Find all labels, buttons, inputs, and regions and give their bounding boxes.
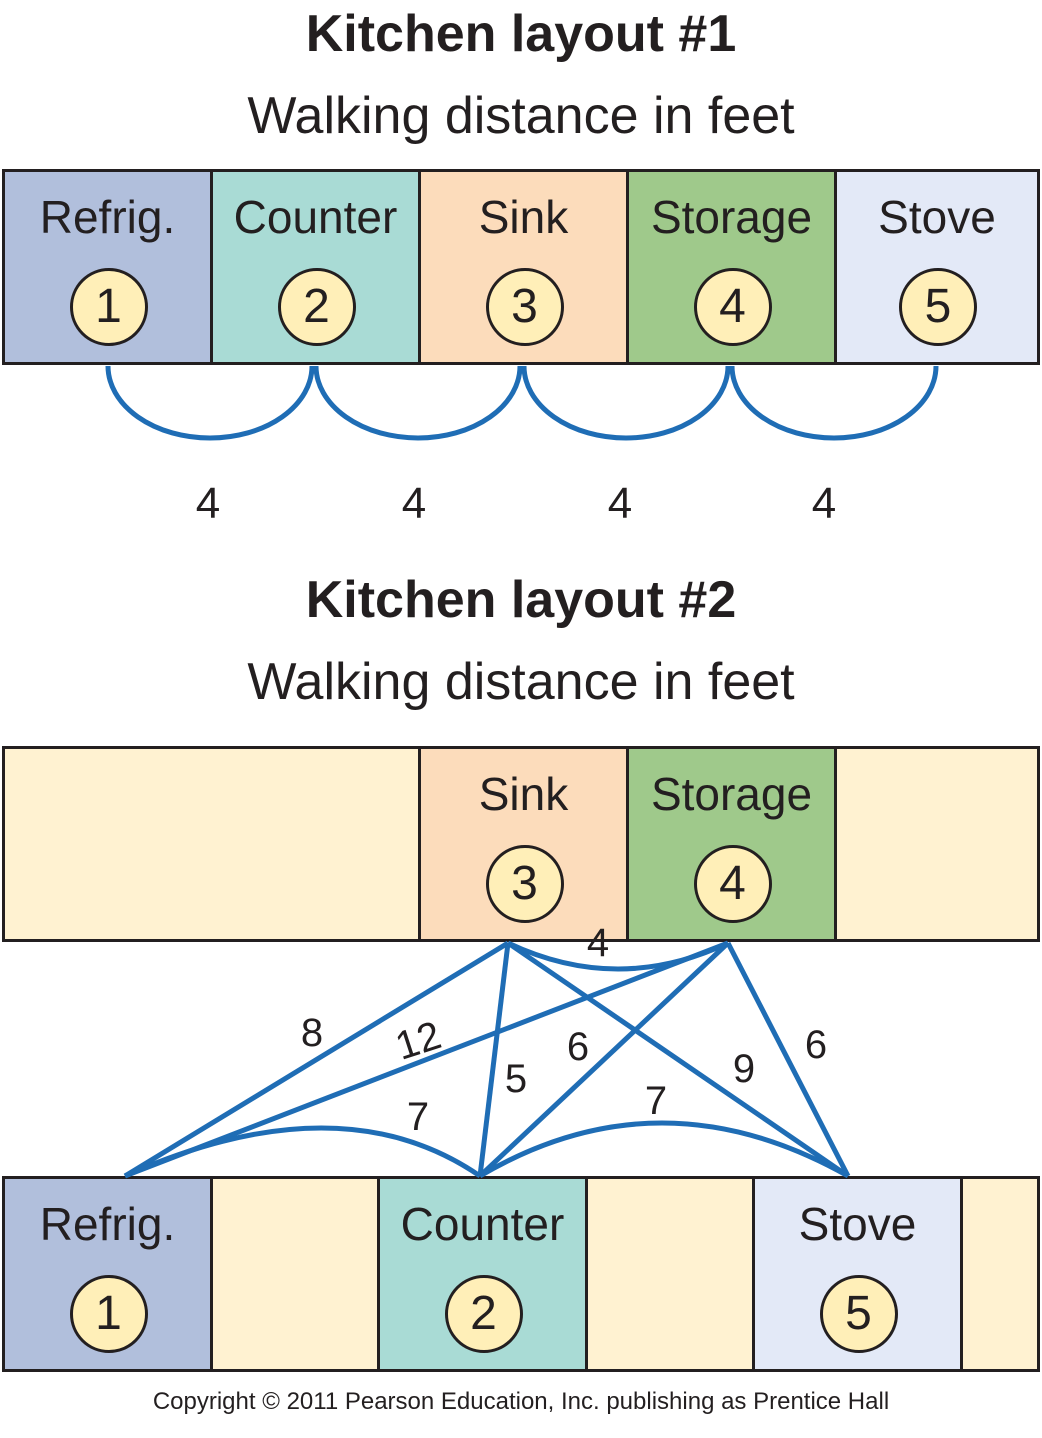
distance-label: 6 <box>567 1025 589 1069</box>
cell-label: Stove <box>798 1198 917 1250</box>
cell-sink: Sink 3 <box>421 172 629 362</box>
arc-refrig-counter <box>105 365 315 441</box>
cell-empty <box>5 749 421 939</box>
layout2-title: Kitchen layout #2 <box>305 571 737 629</box>
cell-storage: Storage 4 <box>629 172 837 362</box>
arc-storage-stove <box>729 365 939 441</box>
cell-empty <box>213 1179 380 1369</box>
layout2-bottom-band: Refrig. 1 Counter 2 Stove 5 <box>2 1176 1040 1372</box>
cell-label: Storage <box>650 768 813 820</box>
station-number: 2 <box>277 268 356 346</box>
line-storage-stove <box>725 941 851 1178</box>
line-counter-storage <box>478 941 730 1178</box>
distance-label: 8 <box>301 1011 323 1055</box>
line-counter-sink <box>477 942 511 1177</box>
line-sink-stove <box>506 940 850 1179</box>
cell-stove: Stove 5 <box>755 1179 963 1369</box>
cell-label: Counter <box>233 191 398 243</box>
cell-counter: Counter 2 <box>213 172 421 362</box>
curve-refrig-counter <box>123 1125 482 1179</box>
cell-label: Stove <box>878 191 996 243</box>
station-number: 4 <box>693 268 772 346</box>
cell-label: Sink <box>478 768 569 820</box>
cell-sink: Sink 3 <box>421 749 629 939</box>
layout1-subtitle: Walking distance in feet <box>247 87 795 145</box>
cell-label: Counter <box>400 1198 565 1250</box>
cell-label: Refrig. <box>39 1198 176 1250</box>
station-number: 3 <box>485 845 564 923</box>
station-number: 3 <box>485 268 564 346</box>
cell-label: Storage <box>650 191 813 243</box>
cell-refrigerator: Refrig. 1 <box>5 172 213 362</box>
cell-label: Sink <box>478 191 569 243</box>
line-refrig-sink <box>123 940 510 1179</box>
cell-stove: Stove 5 <box>837 172 1037 362</box>
distance-label: 7 <box>645 1079 667 1123</box>
layout2-subtitle: Walking distance in feet <box>247 653 795 711</box>
distance-label: 9 <box>733 1047 755 1091</box>
copyright-notice: Copyright © 2011 Pearson Education, Inc.… <box>152 1388 890 1415</box>
distance-label: 12 <box>390 1013 446 1069</box>
distance-label: 5 <box>505 1057 527 1101</box>
station-number: 4 <box>693 845 772 923</box>
layout1-title: Kitchen layout #1 <box>305 5 737 63</box>
curve-counter-stove <box>478 1120 850 1179</box>
cell-refrigerator: Refrig. 1 <box>5 1179 213 1369</box>
distance-label: 4 <box>587 921 609 965</box>
line-refrig-storage <box>124 940 729 1179</box>
distance-label: 7 <box>407 1095 429 1139</box>
cell-label: Refrig. <box>39 191 176 243</box>
layout2-top-band: Sink 3 Storage 4 <box>2 746 1040 942</box>
station-number: 2 <box>444 1275 523 1353</box>
arc-counter-sink <box>313 365 523 441</box>
distance-label: 4 <box>402 479 426 528</box>
station-number: 5 <box>819 1275 898 1353</box>
cell-storage: Storage 4 <box>629 749 837 939</box>
distance-label: 4 <box>608 479 632 528</box>
cell-empty <box>837 749 1037 939</box>
distance-label: 6 <box>805 1023 827 1067</box>
cell-counter: Counter 2 <box>380 1179 588 1369</box>
curve-sink-storage <box>506 940 730 972</box>
station-number: 1 <box>69 268 148 346</box>
station-number: 1 <box>69 1275 148 1353</box>
cell-empty <box>963 1179 1037 1369</box>
layout1-band: Refrig. 1 Counter 2 Sink 3 Storage 4 Sto… <box>2 169 1040 365</box>
station-number: 5 <box>899 268 977 346</box>
distance-label: 4 <box>196 479 220 528</box>
cell-empty <box>588 1179 755 1369</box>
arc-sink-storage <box>521 365 731 441</box>
distance-label: 4 <box>812 479 836 528</box>
